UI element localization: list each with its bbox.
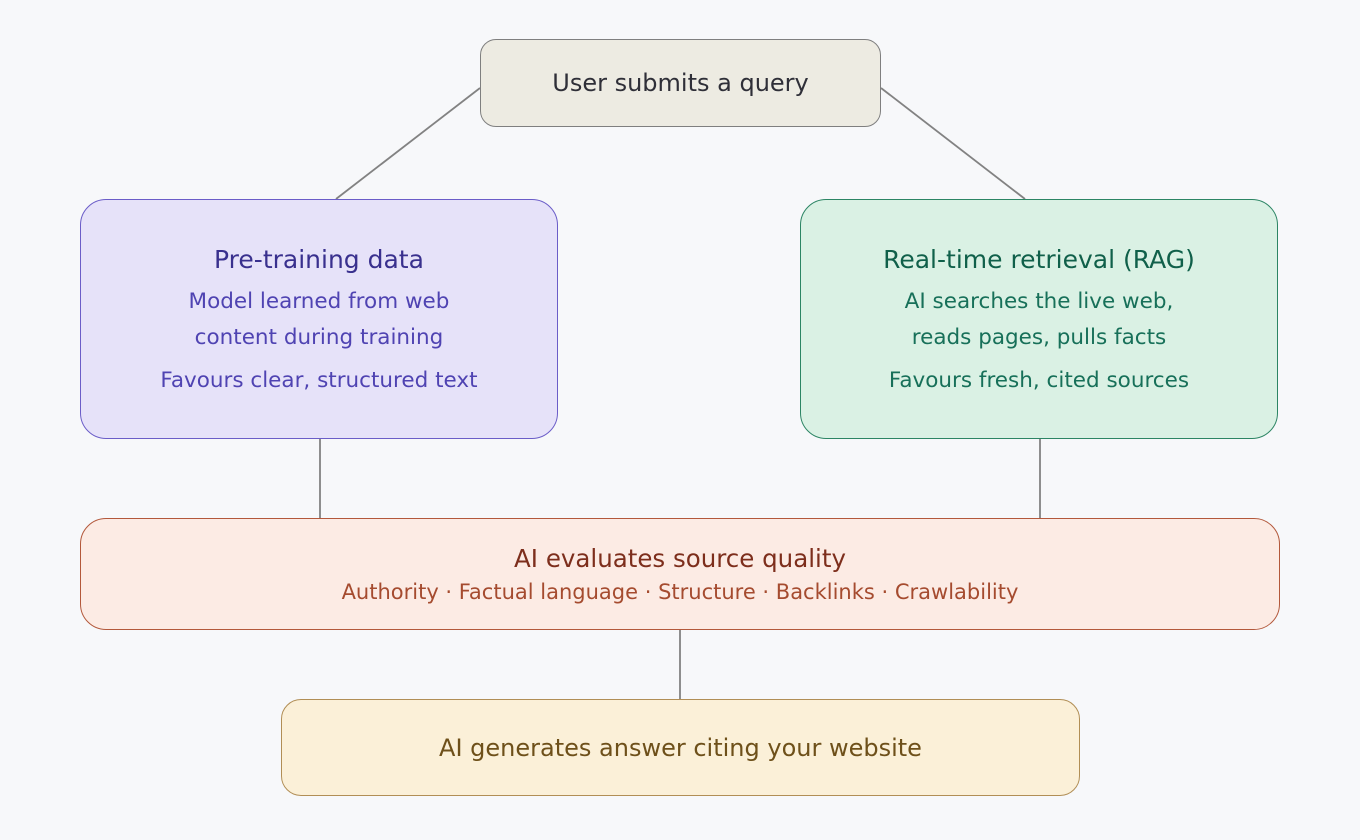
node-generate-answer-label: AI generates answer citing your website bbox=[439, 733, 922, 762]
edge-query-retrieval bbox=[880, 87, 1026, 200]
node-generate-answer: AI generates answer citing your website bbox=[281, 699, 1080, 796]
node-retrieval-title: Real-time retrieval (RAG) bbox=[883, 245, 1195, 274]
node-user-query: User submits a query bbox=[480, 39, 881, 127]
edge-query-pretraining bbox=[335, 87, 481, 200]
node-evaluate-title: AI evaluates source quality bbox=[514, 544, 846, 573]
node-retrieval-body: AI searches the live web, reads pages, p… bbox=[904, 289, 1174, 350]
node-pretraining-body: Model learned from web content during tr… bbox=[188, 289, 450, 350]
node-pretraining-data: Pre-training data Model learned from web… bbox=[80, 199, 558, 439]
node-evaluate-source-quality: AI evaluates source quality Authority · … bbox=[80, 518, 1280, 630]
node-evaluate-subtitle: Authority · Factual language · Structure… bbox=[341, 580, 1019, 604]
node-pretraining-note: Favours clear, structured text bbox=[160, 368, 478, 393]
node-pretraining-title: Pre-training data bbox=[214, 245, 424, 274]
node-user-query-label: User submits a query bbox=[552, 69, 809, 97]
node-retrieval-note: Favours fresh, cited sources bbox=[888, 368, 1190, 393]
node-realtime-retrieval: Real-time retrieval (RAG) AI searches th… bbox=[800, 199, 1278, 439]
